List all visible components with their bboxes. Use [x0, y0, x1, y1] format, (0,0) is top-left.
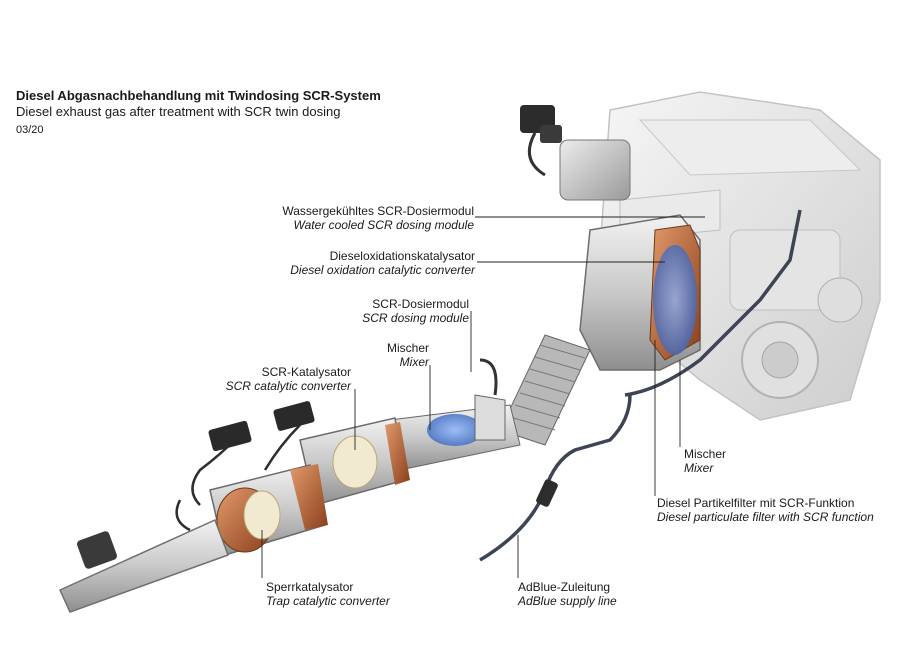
- label-water-cooled-dosing: Wassergekühltes SCR-Dosiermodul Water co…: [282, 204, 474, 232]
- label-en: Mixer: [399, 355, 429, 369]
- label-de: Sperrkatalysator: [266, 580, 354, 594]
- label-en: Mixer: [684, 461, 714, 475]
- trap-catalyst-canister: [209, 464, 328, 556]
- label-de: SCR-Dosiermodul: [372, 297, 469, 311]
- label-dpf: Diesel Partikelfilter mit SCR-Funktion D…: [657, 496, 874, 524]
- leader-lines: [261, 216, 705, 578]
- label-de: AdBlue-Zuleitung: [518, 580, 611, 594]
- header: Diesel Abgasnachbehandlung mit Twindosin…: [16, 88, 381, 140]
- mixer-section: [389, 358, 521, 471]
- label-en: Trap catalytic converter: [266, 594, 390, 608]
- label-en: Diesel particulate filter with SCR funct…: [657, 510, 874, 524]
- page-subtitle: Diesel exhaust gas after treatment with …: [16, 104, 341, 119]
- label-en: AdBlue supply line: [518, 594, 617, 608]
- label-de: Wassergekühltes SCR-Dosiermodul: [282, 204, 474, 218]
- scr-catalyst-canister: [299, 417, 410, 506]
- label-en: Diesel oxidation catalytic converter: [290, 263, 475, 277]
- label-mixer-right: Mischer Mixer: [684, 447, 726, 475]
- label-en: SCR dosing module: [362, 311, 469, 325]
- label-scr-dosing: SCR-Dosiermodul SCR dosing module: [362, 297, 469, 325]
- label-trap-catalyst: Sperrkatalysator Trap catalytic converte…: [266, 580, 390, 608]
- flex-pipe: [499, 334, 591, 446]
- adblue-line: [479, 209, 802, 562]
- tail-pipe: [59, 518, 229, 613]
- label-en: SCR catalytic converter: [225, 379, 351, 393]
- label-de: Mischer: [684, 447, 727, 461]
- adblue-connector: [536, 479, 558, 507]
- label-de: Diesel Partikelfilter mit SCR-Funktion: [657, 496, 855, 510]
- turbocharger: [520, 105, 631, 201]
- label-oxidation-converter: Dieseloxidationskatalysator Diesel oxida…: [290, 249, 475, 277]
- control-units: [208, 401, 315, 452]
- dpf-canister: [579, 214, 701, 371]
- label-adblue-line: AdBlue-Zuleitung AdBlue supply line: [518, 580, 617, 608]
- label-de: Mischer: [386, 341, 429, 355]
- label-scr-catalyst: SCR-Katalysator SCR catalytic converter: [226, 365, 351, 393]
- date-label: 03/20: [16, 124, 44, 136]
- page-title: Diesel Abgasnachbehandlung mit Twindosin…: [16, 88, 381, 103]
- label-de: SCR-Katalysator: [261, 365, 351, 379]
- label-de: Dieseloxidationskatalysator: [329, 249, 475, 263]
- label-mixer-left: Mischer Mixer: [387, 341, 429, 369]
- label-en: Water cooled SCR dosing module: [293, 218, 474, 232]
